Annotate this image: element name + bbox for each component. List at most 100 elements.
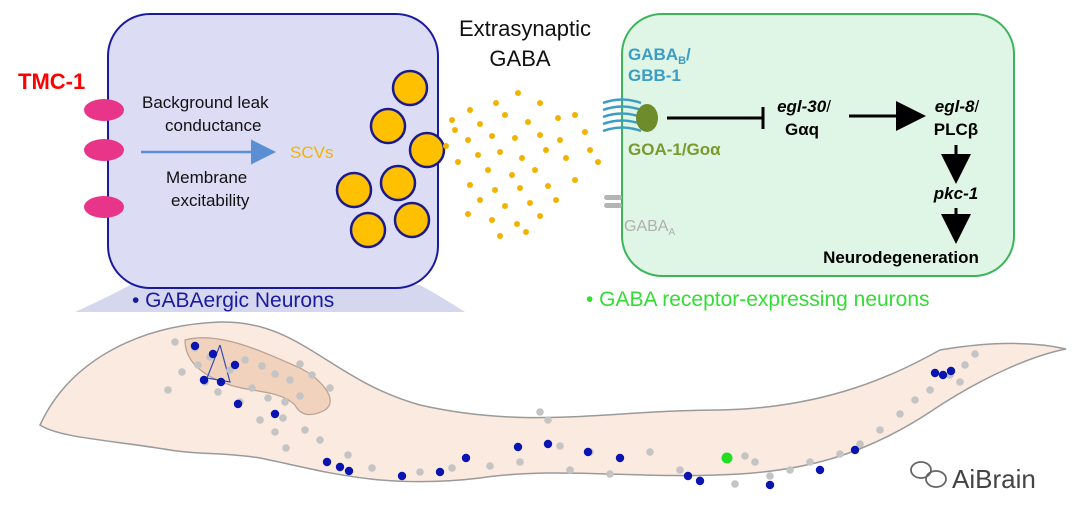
scv-vesicle xyxy=(391,69,429,107)
gabaergic-neuron-panel: TMC-1 Background leak conductance Membra… xyxy=(18,13,465,312)
gabaergic-neuron-dot xyxy=(233,399,243,409)
gaba-dot xyxy=(489,217,495,223)
gray-cell xyxy=(896,410,904,418)
pkc1-label: pkc-1 xyxy=(933,184,978,203)
gabaergic-neuron-dot xyxy=(322,457,332,467)
gaba-dot xyxy=(467,107,473,113)
gray-cell xyxy=(741,452,749,460)
leak-label-line2: conductance xyxy=(165,116,261,135)
gaba-dot xyxy=(519,155,525,161)
gray-cell xyxy=(971,350,979,358)
scv-cluster xyxy=(335,69,446,249)
gray-cell xyxy=(308,371,316,379)
gabaergic-neuron-dot xyxy=(938,370,948,380)
gabaergic-neuron-dot xyxy=(615,453,625,463)
gray-cell xyxy=(326,384,334,392)
gaba-dot xyxy=(537,213,543,219)
gaba-dot xyxy=(497,149,503,155)
gray-cell xyxy=(676,466,684,474)
excit-label-line2: excitability xyxy=(171,191,250,210)
gray-cell xyxy=(286,376,294,384)
gray-cell xyxy=(876,426,884,434)
gaba-dot xyxy=(512,135,518,141)
gray-cell xyxy=(536,408,544,416)
gray-cell xyxy=(241,356,249,364)
gabaergic-neuron-dot xyxy=(208,349,218,359)
gaba-dot xyxy=(525,119,531,125)
tmc1-channel xyxy=(84,99,124,121)
gaba-dots xyxy=(443,90,601,239)
gaba-dot xyxy=(477,121,483,127)
tmc1-channel xyxy=(84,196,124,218)
gray-cell xyxy=(731,480,739,488)
extrasynaptic-title-line1: Extrasynaptic xyxy=(459,16,591,41)
gaba-dot xyxy=(582,129,588,135)
gray-cell xyxy=(766,472,774,480)
gray-cell xyxy=(214,388,222,396)
gray-cell xyxy=(264,394,272,402)
gabaa-receptor-icon xyxy=(604,195,622,208)
gray-cell xyxy=(566,466,574,474)
gray-cell xyxy=(164,386,172,394)
goa1-protein-icon xyxy=(636,104,658,132)
gabaergic-neuron-dot xyxy=(335,462,345,472)
goa1-label: GOA-1/Goα xyxy=(628,140,721,159)
gray-cell xyxy=(956,378,964,386)
gabaergic-neuron-dots xyxy=(190,341,956,490)
gray-cell xyxy=(751,458,759,466)
scv-vesicle xyxy=(335,171,373,209)
gaba-dot xyxy=(537,132,543,138)
gaba-dot xyxy=(515,90,521,96)
gabaergic-neuron-dot xyxy=(461,453,471,463)
gray-cell xyxy=(281,398,289,406)
gaba-dot xyxy=(465,137,471,143)
gray-cell xyxy=(258,362,266,370)
gaba-dot xyxy=(595,159,601,165)
gray-cell xyxy=(296,392,304,400)
gaba-dot xyxy=(455,159,461,165)
tmc1-label: TMC-1 xyxy=(18,69,85,94)
gaba-dot xyxy=(572,177,578,183)
gaba-dot xyxy=(489,133,495,139)
gray-cell xyxy=(344,451,352,459)
gray-cell xyxy=(911,396,919,404)
gaba-dot xyxy=(514,221,520,227)
gaba-dot xyxy=(475,152,481,158)
watermark: AiBrain xyxy=(910,461,1036,494)
gray-cell xyxy=(226,366,234,374)
gray-cell xyxy=(171,338,179,346)
gabaergic-neuron-dot xyxy=(216,377,226,387)
gabaergic-neuron-dot xyxy=(270,409,280,419)
gray-cell xyxy=(646,448,654,456)
gabaergic-neuron-dot xyxy=(230,360,240,370)
gaba-dot xyxy=(502,203,508,209)
gabaergic-neuron-dot xyxy=(930,368,940,378)
gaba-dot xyxy=(452,127,458,133)
watermark-text: AiBrain xyxy=(952,464,1036,494)
gabaergic-neuron-dot xyxy=(583,447,593,457)
gabaergic-neuron-dot xyxy=(850,445,860,455)
plcb-label: PLCβ xyxy=(934,120,978,139)
gray-cell xyxy=(448,464,456,472)
gaba-dot xyxy=(553,197,559,203)
scv-vesicle xyxy=(408,131,446,169)
gray-cell xyxy=(368,464,376,472)
pharynx xyxy=(184,337,331,416)
scv-vesicle xyxy=(349,211,387,249)
gabaergic-neuron-dot xyxy=(190,341,200,351)
gabaergic-neuron-dot xyxy=(765,480,775,490)
gabaergic-neuron-dot xyxy=(435,467,445,477)
gray-cell xyxy=(856,440,864,448)
worm-body xyxy=(39,321,1067,483)
gabab-label: GABAB/ xyxy=(628,45,691,67)
gabaergic-neuron-dot xyxy=(344,466,354,476)
gaba-dot xyxy=(555,115,561,121)
gray-cell xyxy=(556,442,564,450)
egl8-label: egl-8/ xyxy=(935,97,980,116)
worm-illustration xyxy=(39,321,1067,490)
neuron-base-shadow xyxy=(75,285,465,312)
gaq-label: Gαq xyxy=(785,120,819,139)
scv-vesicle xyxy=(369,107,407,145)
gaba-dot xyxy=(449,117,455,123)
